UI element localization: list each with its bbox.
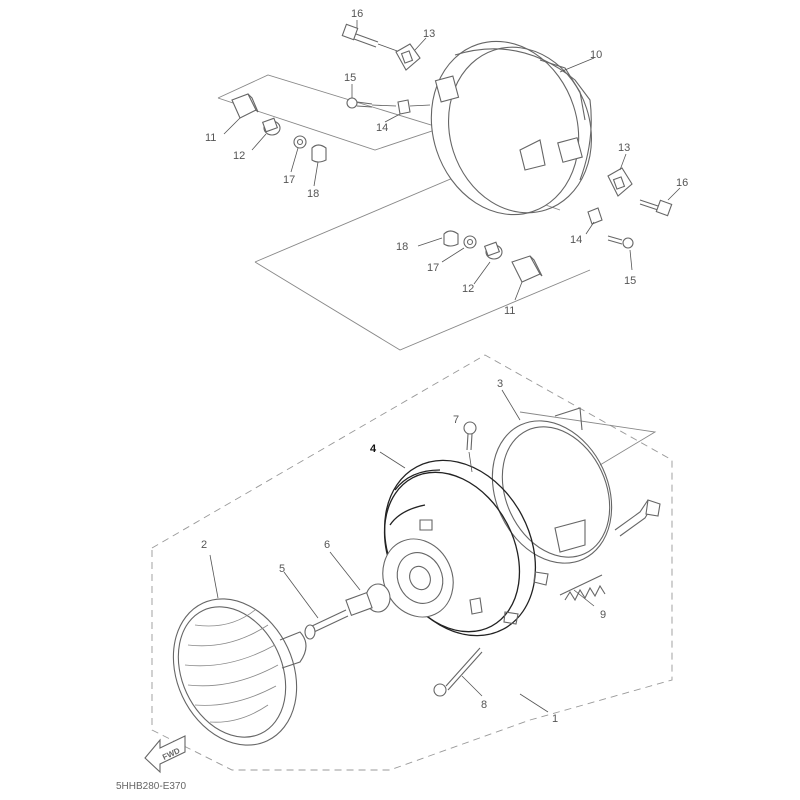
washer-17-upper	[293, 135, 307, 149]
label-2: 2	[201, 539, 207, 551]
label-12-mid: 12	[462, 283, 474, 295]
label-5: 5	[279, 563, 285, 575]
nut-18-upper	[311, 144, 327, 163]
damper-11-upper	[231, 93, 259, 119]
bolt-16-right	[639, 199, 673, 217]
nut-18-mid	[443, 230, 459, 247]
collar-14-upper	[397, 99, 431, 115]
label-7: 7	[453, 414, 459, 426]
label-17-upper: 17	[283, 174, 295, 186]
label-3: 3	[497, 378, 503, 390]
screw-15-right	[607, 235, 634, 249]
washer-17-mid	[463, 235, 477, 249]
rim-ring-3	[491, 407, 613, 564]
label-16-upper: 16	[351, 8, 363, 20]
label-18-upper: 18	[307, 188, 319, 200]
label-13-upper: 13	[423, 28, 435, 40]
screw-15-upper	[346, 97, 397, 109]
label-10: 10	[590, 49, 602, 61]
bolt-16-upper	[341, 23, 401, 53]
leader-lines	[209, 20, 681, 713]
label-16-right: 16	[676, 177, 688, 189]
collar-14-right	[587, 207, 603, 225]
spring-9	[559, 574, 606, 602]
label-12-upper: 12	[233, 150, 245, 162]
label-4: 4	[370, 443, 377, 455]
label-9: 9	[600, 609, 606, 621]
bracket-guide-line	[519, 411, 657, 466]
label-15-right: 15	[624, 275, 636, 287]
label-11-mid: 11	[504, 305, 515, 317]
callout-labels: 16 13 10 15 14 11 12 17 18 13 16 14 15 1…	[201, 8, 688, 725]
label-15-upper: 15	[344, 72, 356, 84]
label-13-right: 13	[618, 142, 630, 154]
label-17-mid: 17	[427, 262, 439, 274]
collar-12-mid	[483, 241, 503, 260]
collar-12-upper	[261, 117, 281, 136]
label-14-upper: 14	[376, 122, 388, 134]
label-6: 6	[324, 539, 330, 551]
wiring-bracket	[614, 499, 661, 537]
label-8: 8	[481, 699, 487, 711]
grommet-13-upper	[395, 43, 421, 71]
grommet-13-right	[607, 167, 633, 197]
headlight-rim-4	[383, 459, 549, 637]
screw-7	[463, 421, 477, 473]
headlight-lens-2	[172, 598, 307, 746]
label-1: 1	[552, 713, 558, 725]
headlight-housing	[430, 40, 593, 216]
label-14-right: 14	[570, 234, 582, 246]
bulb-5	[304, 583, 391, 640]
fwd-arrow-icon: FWD	[144, 735, 186, 774]
label-18-mid: 18	[396, 241, 408, 253]
label-11-upper: 11	[205, 132, 216, 144]
screw-8	[433, 647, 483, 697]
damper-11-mid	[511, 255, 543, 283]
diagram-code: 5HHB280-E370	[116, 781, 186, 792]
